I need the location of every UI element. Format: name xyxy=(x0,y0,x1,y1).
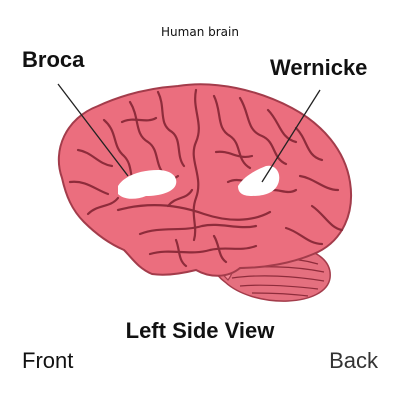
view-caption: Left Side View xyxy=(0,318,400,344)
cerebrum xyxy=(59,84,351,276)
front-label: Front xyxy=(22,348,73,374)
wernicke-label: Wernicke xyxy=(270,55,367,81)
back-label: Back xyxy=(329,348,378,374)
broca-label: Broca xyxy=(22,47,84,73)
